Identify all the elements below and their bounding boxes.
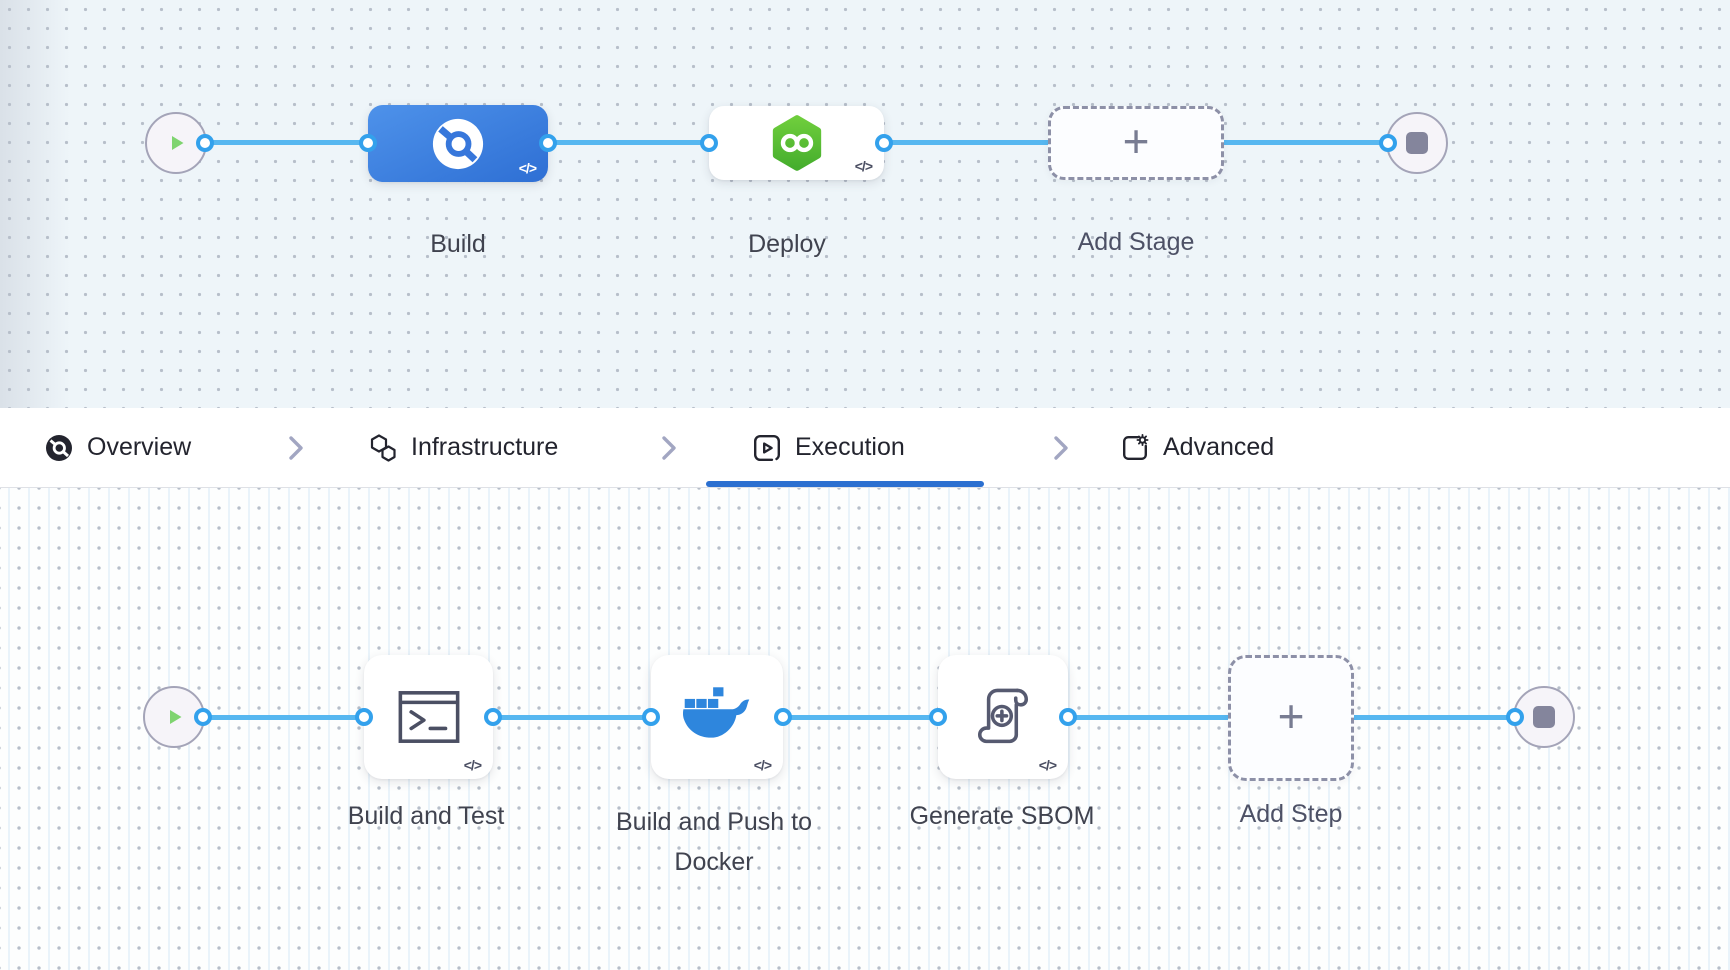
stage-connector-line: [548, 140, 709, 145]
play-icon: [172, 136, 184, 150]
code-view-badge: </>: [518, 160, 537, 176]
step-node-build-and-test[interactable]: </>: [364, 655, 493, 779]
overview-icon: [46, 434, 72, 461]
chevron-right-icon: [289, 436, 303, 460]
active-tab-underline: [706, 481, 984, 487]
tab-execution[interactable]: Execution: [752, 408, 905, 487]
tab-label: Advanced: [1163, 433, 1275, 461]
connector-port: [196, 134, 214, 152]
code-view-badge: </>: [463, 757, 482, 773]
play-square-icon: [754, 434, 780, 461]
connector-port: [1059, 708, 1077, 726]
docker-whale-icon: [682, 687, 750, 738]
stop-icon: [1533, 706, 1555, 728]
stage-label-deploy: Deploy: [748, 230, 826, 258]
tab-advanced[interactable]: Advanced: [1120, 408, 1274, 487]
connector-port: [194, 708, 212, 726]
plus-icon: +: [1122, 115, 1150, 167]
gear-square-icon: [1123, 433, 1149, 460]
add-step-button[interactable]: +: [1228, 655, 1354, 781]
step-connector-line: [783, 715, 938, 720]
tab-label: Execution: [795, 433, 905, 461]
step-label-build-and-push-to-docker: Build and Push to Docker: [616, 808, 812, 876]
stage-node-build[interactable]: </>: [368, 105, 548, 182]
add-step-label: Add Step: [1239, 800, 1343, 828]
step-label-generate-sbom: Generate SBOM: [909, 802, 1095, 830]
step-node-generate-sbom[interactable]: </>: [938, 655, 1068, 779]
tab-overview[interactable]: Overview: [44, 408, 191, 487]
connector-port: [539, 134, 557, 152]
stage-node-deploy[interactable]: </>: [709, 106, 884, 180]
code-view-badge: </>: [1038, 757, 1057, 773]
connector-port: [774, 708, 792, 726]
connector-port: [1506, 708, 1524, 726]
chevron-right-icon: [1054, 436, 1068, 460]
stage-pipeline-canvas: </> </> + Build Deploy Add: [0, 0, 1730, 408]
sbom-scroll-icon: [977, 688, 1029, 744]
add-stage-label: Add Stage: [1077, 228, 1195, 256]
tab-infrastructure[interactable]: Infrastructure: [368, 408, 558, 487]
stage-label-build: Build: [430, 230, 486, 258]
code-view-badge: </>: [854, 158, 873, 174]
execution-step-canvas: </> </> </>: [0, 488, 1730, 970]
connector-port: [359, 134, 377, 152]
tab-label: Infrastructure: [411, 433, 559, 461]
play-icon: [170, 710, 182, 724]
stage-config-tab-bar: Overview Infrastructure Execution: [0, 408, 1730, 488]
connector-port: [642, 708, 660, 726]
harness-cd-icon: [772, 115, 821, 171]
step-connector-line: [493, 715, 651, 720]
connector-port: [484, 708, 502, 726]
step-node-build-and-push-to-docker[interactable]: </>: [651, 655, 783, 779]
step-label-build-and-test: Build and Test: [347, 802, 505, 830]
pipeline-start-node: [145, 112, 207, 174]
stage-connector-line: [205, 140, 368, 145]
connector-port: [929, 708, 947, 726]
terminal-icon: [398, 691, 459, 743]
stop-icon: [1406, 132, 1428, 154]
step-connector-line: [203, 715, 364, 720]
connector-port: [875, 134, 893, 152]
tab-label: Overview: [87, 433, 192, 461]
hexagons-icon: [370, 433, 396, 462]
connector-port: [355, 708, 373, 726]
add-stage-button[interactable]: +: [1048, 106, 1224, 180]
connector-port: [1379, 134, 1397, 152]
connector-port: [700, 134, 718, 152]
harness-ci-icon: [432, 118, 484, 169]
chevron-right-icon: [662, 436, 676, 460]
code-view-badge: </>: [753, 757, 772, 773]
plus-icon: +: [1277, 690, 1305, 742]
